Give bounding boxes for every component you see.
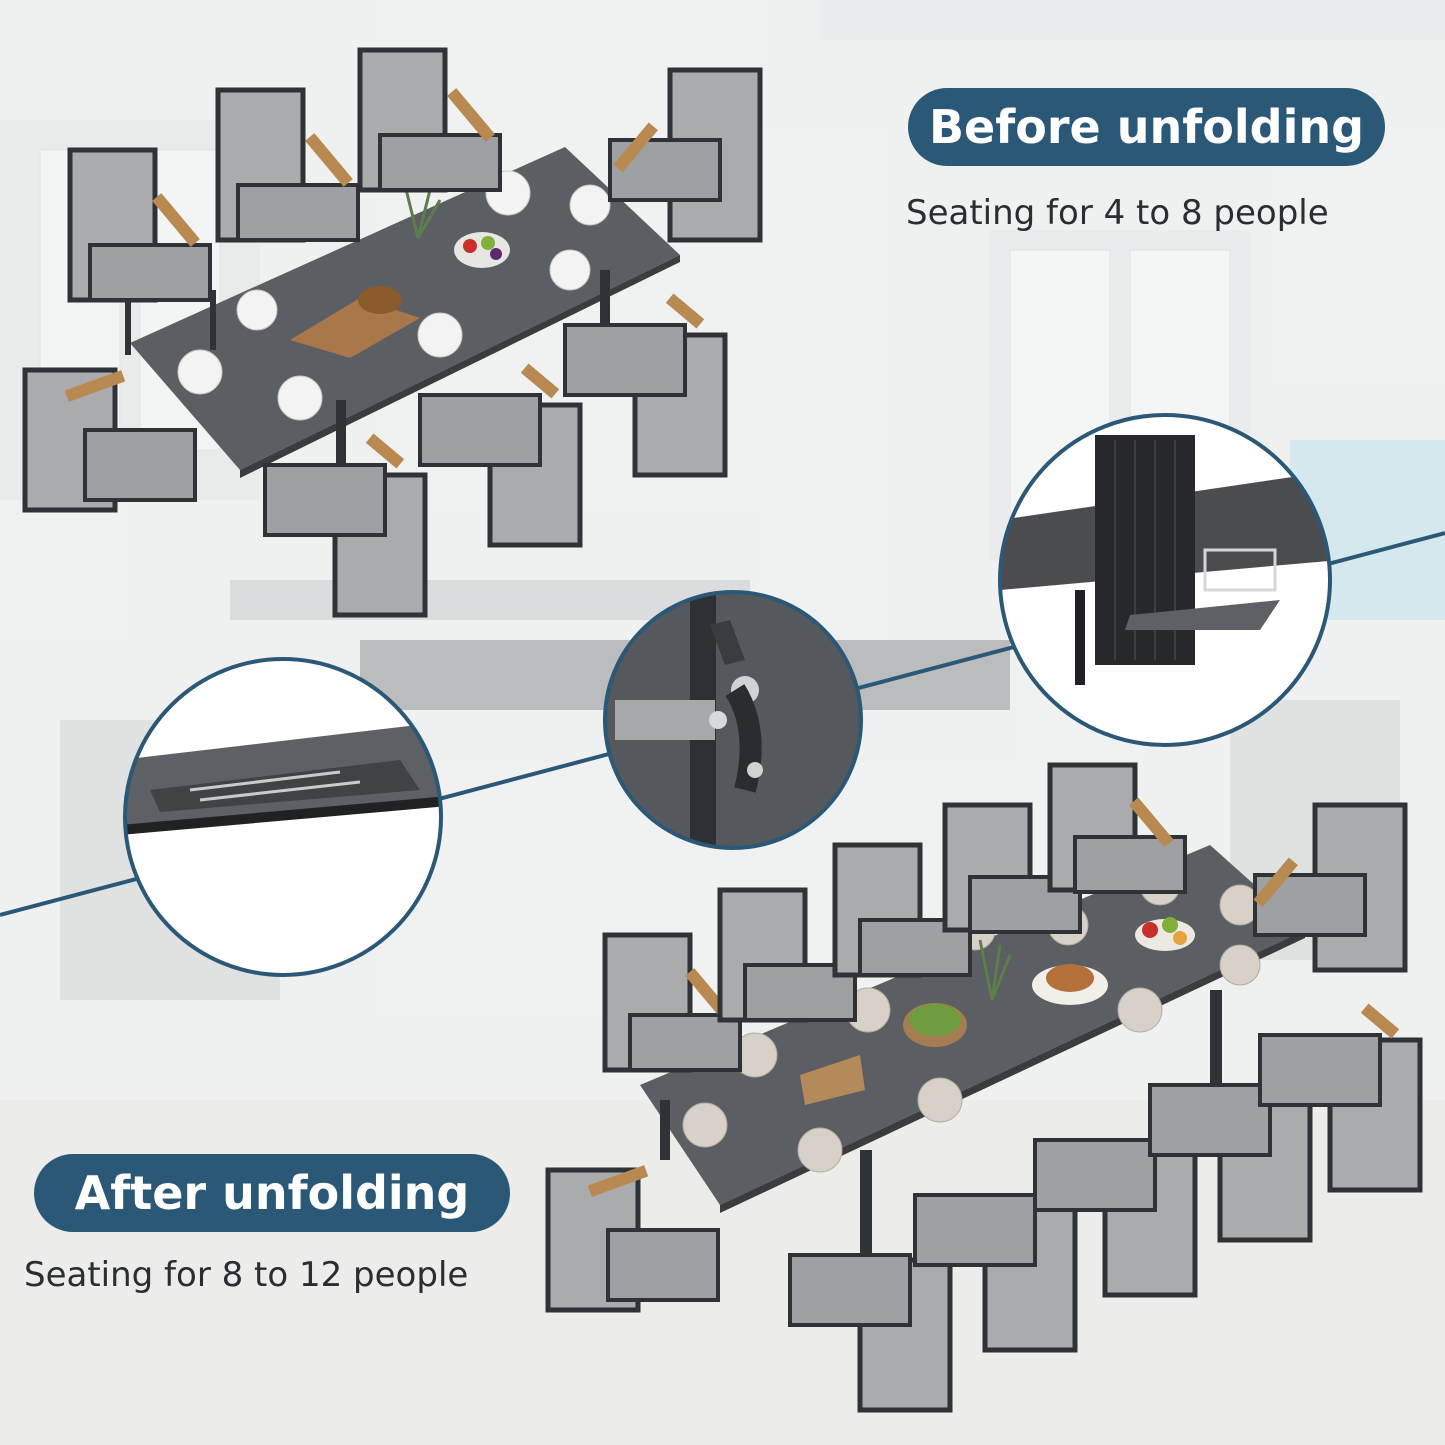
before-chairs <box>22 47 763 618</box>
detail-extension-rails <box>123 657 443 977</box>
detail-folding-leaf <box>998 413 1332 747</box>
before-seating-caption: Seating for 4 to 8 people <box>906 193 1329 233</box>
before-table-set <box>22 47 763 618</box>
after-table-set <box>545 762 1423 1413</box>
after-chairs <box>545 762 1423 1413</box>
after-unfolding-title: After unfolding <box>74 1166 470 1220</box>
after-seating-caption: Seating for 8 to 12 people <box>24 1255 469 1295</box>
after-unfolding-badge: After unfolding <box>34 1154 510 1232</box>
before-unfolding-badge: Before unfolding <box>908 88 1385 166</box>
before-unfolding-title: Before unfolding <box>928 100 1365 154</box>
before-table-top <box>130 147 680 470</box>
detail-latch-hinge <box>603 590 863 850</box>
